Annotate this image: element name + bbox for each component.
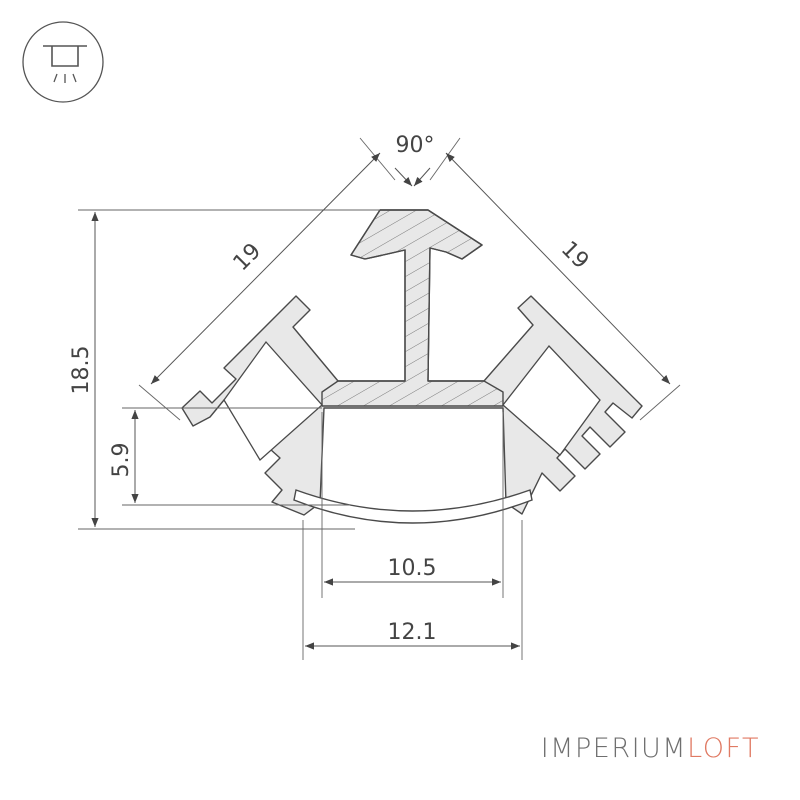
- dim-angle-left: [394, 167, 413, 187]
- diffuser-lens: [293, 489, 533, 524]
- brand-logo: IMPERIUMLOFT: [541, 733, 760, 764]
- ceiling-light-icon: [22, 21, 104, 103]
- dim-height-total-label: 18.5: [69, 346, 94, 395]
- dim-side-right-label: 19: [556, 237, 593, 274]
- dim-height-inner-label: 5.9: [109, 443, 134, 478]
- dim-angle-right: [413, 167, 431, 187]
- dim-side-left-label: 19: [229, 239, 266, 276]
- dim-width-inner-label: 10.5: [388, 556, 437, 581]
- dim-angle-label: 90°: [396, 133, 435, 158]
- dim-side-right-line: [445, 152, 671, 385]
- brand-logo-accent: LOFT: [687, 733, 760, 764]
- dim-side-left-line: [150, 152, 381, 385]
- brand-logo-main: IMPERIUM: [540, 733, 688, 764]
- dim-width-outer-label: 12.1: [388, 620, 437, 645]
- section-hatching: [321, 209, 504, 407]
